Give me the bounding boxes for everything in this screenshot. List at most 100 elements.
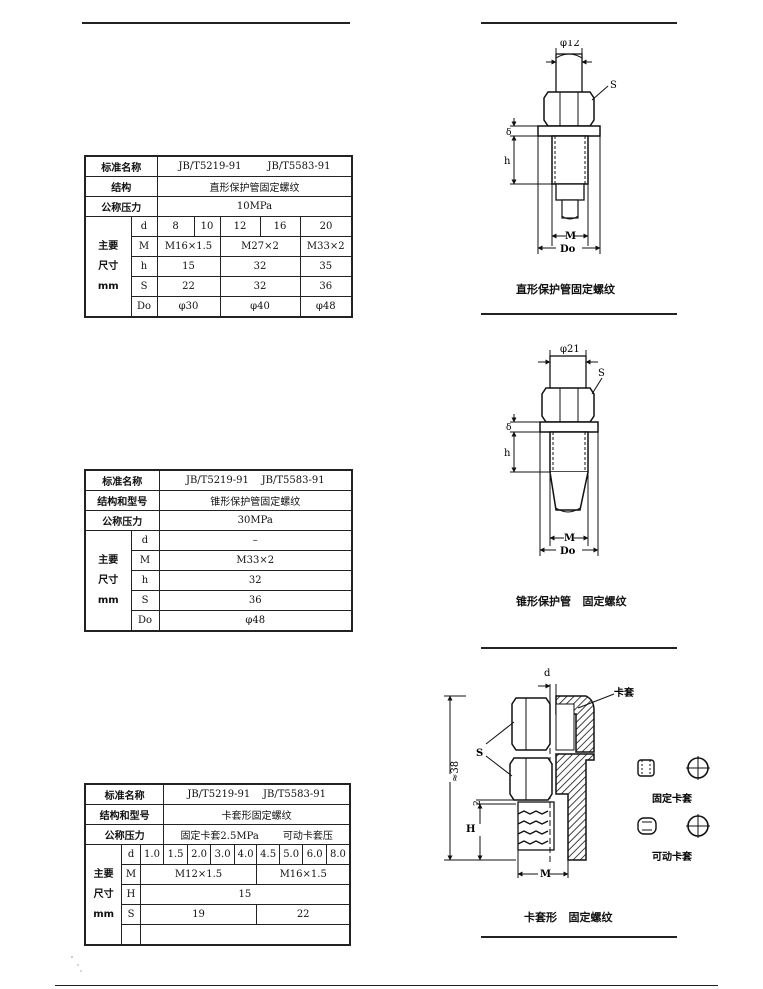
label-S: S: [476, 748, 483, 759]
d-value: 3.0: [210, 844, 235, 865]
param-S-label: S: [130, 276, 158, 297]
figure-tapered-tube-fitting: φ21 S δ h M Do: [504, 344, 605, 557]
upper-hex-nut: [511, 697, 551, 751]
lower-hex-nut: [509, 757, 553, 801]
scan-marks: [71, 956, 82, 972]
label-M: M: [565, 231, 576, 242]
param-d-label: d: [130, 530, 160, 551]
standard-name-label: 标准名称: [84, 783, 165, 805]
d-value: 10: [193, 216, 221, 237]
param-d-label: d: [130, 216, 158, 237]
Do-value: φ40: [219, 296, 301, 318]
structure-value: 直形保护管固定螺纹: [156, 176, 353, 197]
threaded-body: [549, 431, 589, 473]
standard-name-value: JB/T5219-91 JB/T5583-91: [163, 783, 351, 805]
pressure-value: 10MPa: [156, 196, 353, 217]
S-value: 22: [256, 904, 351, 925]
d-value: 1.0: [139, 844, 165, 865]
S-value: 22: [156, 276, 221, 297]
label-H: H: [466, 824, 475, 835]
hex-nut: [543, 91, 595, 127]
spec-table-ferrule: 标准名称 JB/T5219-91 JB/T5583-91 结构和型号 卡套形固定…: [84, 783, 351, 946]
h-value: 35: [299, 256, 353, 277]
label-Do: Do: [560, 546, 576, 557]
d-value: 20: [299, 216, 353, 237]
pressure-label: 公称压力: [84, 196, 158, 217]
caption-fig3: 卡套形 固定螺纹: [524, 911, 613, 924]
M-value: M16×1.5: [256, 864, 351, 885]
caption-fig1: 直形保护管固定螺纹: [516, 283, 615, 296]
rule-under-fig1: [481, 313, 677, 315]
rule-under-fig3: [481, 936, 677, 938]
top-rule-right: [481, 22, 677, 24]
param-S-label: S: [130, 590, 160, 611]
pressure-value: 30MPa: [158, 510, 353, 531]
label-S: S: [610, 80, 617, 91]
spec-table-tapered-tube: 标准名称 JB/T5219-91 JB/T5583-91 结构和型号 锥形保护管…: [84, 469, 353, 632]
tapered-tube: [549, 471, 589, 511]
empty-label-cell: [121, 924, 141, 946]
hex-nut: [541, 387, 595, 423]
structure-label: 结构: [84, 176, 158, 197]
standard-name-value: JB/T5219-91 JB/T5583-91: [158, 469, 353, 491]
d-value: 6.0: [302, 844, 327, 865]
flange: [537, 125, 601, 137]
figure-straight-tube-fitting: φ12 S δ h M Do: [504, 40, 617, 255]
M-value: M12×1.5: [139, 864, 258, 885]
label-delta: δ: [506, 128, 511, 138]
param-h-label: h: [130, 570, 160, 591]
param-Do-label: Do: [130, 610, 160, 632]
dim-phi12: φ12: [560, 40, 580, 49]
threaded-body: [551, 135, 589, 185]
M-value: M33×2: [299, 236, 353, 257]
structure-value: 卡套形固定螺纹: [163, 804, 351, 825]
fixed-sleeve-side-icon: [637, 759, 655, 777]
pressure-label: 公称压力: [84, 824, 165, 845]
label-h: h: [504, 448, 511, 459]
h-value: 15: [156, 256, 221, 277]
param-d-label: d: [121, 844, 141, 865]
d-value: 12: [219, 216, 261, 237]
param-M-label: M: [121, 864, 141, 885]
dim-phi21: φ21: [560, 344, 580, 355]
S-value: 36: [158, 590, 353, 611]
caption-fig2: 锥形保护管 固定螺纹: [516, 595, 627, 608]
param-M-label: M: [130, 236, 158, 257]
figure-ferrule-fitting: d 卡套 S ≈38 2 H M 固定卡套 可动卡套: [444, 668, 710, 880]
label-2: 2: [473, 800, 483, 806]
S-value: 32: [219, 276, 301, 297]
standard-name-label: 标准名称: [84, 155, 158, 177]
label-M: M: [564, 533, 575, 544]
flange: [539, 421, 599, 433]
movable-sleeve-side-icon: [637, 817, 657, 835]
bottom-rule: [55, 985, 718, 986]
top-rule-left: [82, 22, 350, 24]
d-value: 4.0: [233, 844, 258, 865]
label-M: M: [540, 869, 551, 880]
d-value: 16: [259, 216, 301, 237]
thread: [517, 810, 549, 845]
label-h: h: [504, 156, 511, 167]
pressure-label: 公称压力: [84, 510, 160, 531]
structure-label: 结构和型号: [84, 804, 165, 825]
Do-value: φ48: [158, 610, 353, 632]
label-S: S: [598, 368, 605, 379]
M-value: M16×1.5: [156, 236, 221, 257]
param-M-label: M: [130, 550, 160, 571]
h-value: 32: [158, 570, 353, 591]
S-value: 36: [299, 276, 353, 297]
label-delta: δ: [506, 423, 511, 433]
label-height: ≈38: [450, 761, 461, 782]
M-value: M33×2: [158, 550, 353, 571]
param-H-label: H: [121, 884, 141, 905]
H-value: 15: [139, 884, 351, 905]
label-fixed-sleeve: 固定卡套: [652, 792, 693, 805]
d-value: 8.0: [325, 844, 351, 865]
label-sleeve: 卡套: [614, 686, 635, 699]
